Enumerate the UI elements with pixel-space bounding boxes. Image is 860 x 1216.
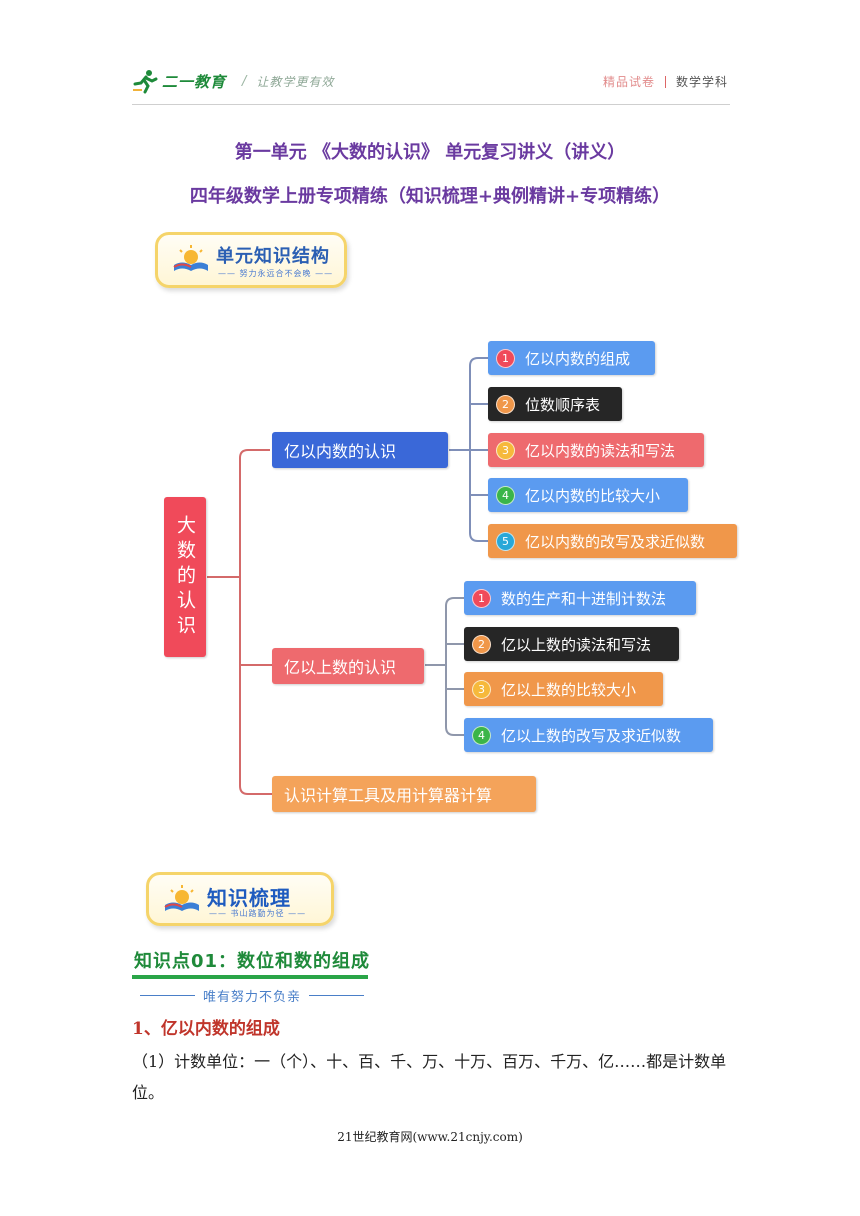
leaf-number-badge: 5 [496,531,515,551]
leaf-number-badge: 2 [496,394,515,414]
logo-name: 二一教育 [162,72,227,91]
leaf-number-badge: 4 [472,725,491,745]
doc-subtitle: 四年级数学上册专项精练（知识梳理+典例精讲+专项精练） [189,186,671,207]
leaf-number-badge: 4 [496,485,515,505]
logo-slogan: 让教学更有效 [256,74,335,89]
mindmap-connectors [207,357,488,795]
leaf-label: 亿以内数的比较大小 [525,486,661,505]
logo-separator: / [242,73,247,89]
leaf-label: 亿以上数的改写及求近似数 [501,726,682,745]
header-rule [132,104,730,105]
leaf-b2-2: 2 亿以上数的读法和写法 [464,627,679,661]
leaf-b1-4: 4 亿以内数的比较大小 [488,478,688,512]
mindmap-branch-calculator: 认识计算工具及用计算器计算 [272,776,536,812]
motto-rule-left [140,995,195,996]
leaf-number-badge: 3 [496,440,515,460]
motto-rule-right [309,995,365,996]
leaf-label: 亿以内数的组成 [525,349,631,368]
logo: 二一教育 / 让教学更有效 [132,66,347,96]
knowledge-point-motto: 唯有努力不负亲 [140,986,365,1005]
leaf-b2-4: 4 亿以上数的改写及求近似数 [464,718,713,752]
leaf-b1-3: 3 亿以内数的读法和写法 [488,433,704,467]
leaf-label: 亿以内数的读法和写法 [525,441,676,460]
leaf-label: 亿以内数的改写及求近似数 [525,532,706,551]
leaf-number-badge: 3 [472,679,491,699]
mindmap-root: 大数的认识 [164,497,206,657]
knowledge-banner-title: 知识梳理 [207,886,291,910]
header-label-quality: 精品试卷 [602,75,655,89]
mindmap-branch-above-100m: 亿以上数的认识 [272,648,424,684]
mindmap-branch-within-100m: 亿以内数的认识 [272,432,448,468]
page-footer: 21世纪教育网(www.21cnjy.com) [337,1130,523,1144]
knowledge-point-title: 知识点01：数位和数的组成 [134,951,371,972]
unit-structure-title: 单元知识结构 [216,246,330,267]
leaf-b1-2: 2 位数顺序表 [488,387,622,421]
leaf-b2-3: 3 亿以上数的比较大小 [464,672,663,706]
branch1-label: 亿以内数的认识 [284,442,397,461]
motto-text: 唯有努力不负亲 [203,990,302,1005]
doc-title: 第一单元 《大数的认识》 单元复习讲义（讲义） [234,142,626,163]
branch2-label: 亿以上数的认识 [284,658,397,677]
unit-structure-subtitle: —— 努力永远合不会晚 —— [218,269,334,278]
sun-book-icon [164,885,199,911]
unit-structure-banner: 单元知识结构 —— 努力永远合不会晚 —— [155,232,347,288]
leaf-number-badge: 2 [472,634,491,654]
header-divider [664,75,666,88]
header-right: 精品试卷 数学学科 [603,73,728,90]
leaf-b1-1: 1 亿以内数的组成 [488,341,655,375]
leaf-label: 位数顺序表 [525,395,601,414]
leaf-label: 数的生产和十进制计数法 [501,589,667,608]
sun-book-icon [173,245,208,271]
mindmap-root-label: 大数的认识 [174,514,196,640]
leaf-label: 亿以上数的比较大小 [501,680,637,699]
knowledge-banner-subtitle: —— 书山路勤为径 —— [209,909,307,918]
header-label-subject: 数学学科 [675,75,728,89]
knowledge-point-underline [132,975,368,979]
runner-logo-icon [133,70,158,94]
leaf-b2-1: 1 数的生产和十进制计数法 [464,581,696,615]
leaf-label: 亿以上数的读法和写法 [501,635,652,654]
leaf-number-badge: 1 [472,588,491,608]
section-heading: 1、亿以内数的组成 [132,1019,280,1039]
leaf-number-badge: 1 [496,348,515,368]
leaf-b1-5: 5 亿以内数的改写及求近似数 [488,524,737,558]
knowledge-banner: 知识梳理 —— 书山路勤为径 —— [146,872,334,926]
section-paragraph: （1）计数单位：一（个）、十、百、千、万、十万、百万、千万、亿……都是计数单位。 [132,1052,727,1102]
branch3-label: 认识计算工具及用计算器计算 [284,786,493,805]
